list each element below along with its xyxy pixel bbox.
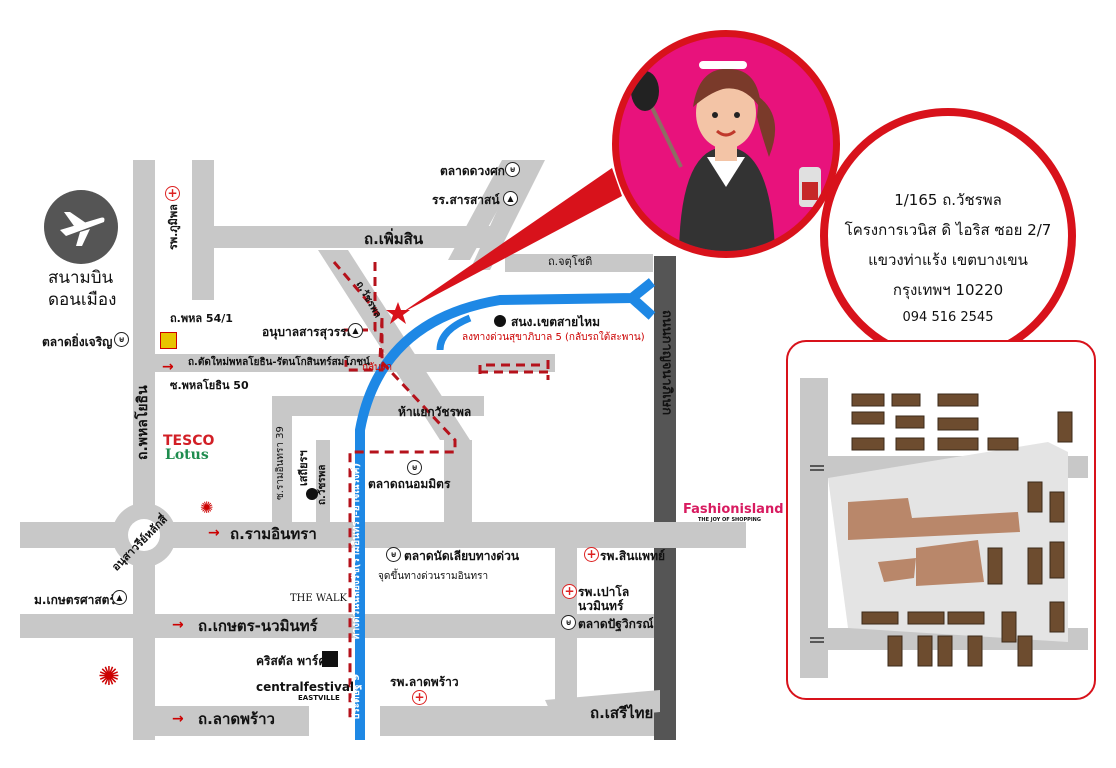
road-soi50: [155, 382, 335, 392]
school-icon: ▲: [348, 323, 363, 338]
airport-label-1: สนามบิน: [48, 268, 114, 288]
road-box-right: [444, 440, 472, 522]
hospital-icon: +: [412, 690, 427, 705]
label-expressway-entry: จุดขึ้นทางด่วนรามอินทรา: [378, 571, 489, 582]
label-outer-ring: ถนนกาญจนาภิเษก: [659, 310, 674, 416]
address-phone: 094 516 2545: [902, 310, 994, 325]
road-phoem-sin: [192, 226, 502, 248]
label-rs-lat-phrao: รพ.ลาดพร้าว: [390, 675, 459, 689]
label-lotus: Lotus: [165, 447, 209, 463]
label-rs-paolo2: นวมินทร์: [578, 599, 624, 613]
label-talat-pattawikorn: ตลาดปัฐวิกรณ์: [578, 617, 654, 631]
shopping-cart-icon: ⊌: [386, 547, 401, 562]
road-lower-watcharaphon: [316, 440, 330, 522]
route-arrow-icon: →: [208, 525, 220, 541]
airplane-icon: [60, 212, 105, 246]
office-dot: [494, 315, 506, 327]
address-line-2: โครงการเวนิส ดิ ไอริส ซอย 2/7: [844, 221, 1052, 239]
road-soi39: [272, 396, 292, 522]
label-talat-thanom-mit: ตลาดถนอมมิตร: [368, 477, 451, 491]
address-line-1: 1/165 ถ.วัชรพล: [894, 191, 1002, 209]
label-ror-sarasat: รร.สารสาสน์: [432, 193, 500, 207]
school-icon: ▲: [112, 590, 127, 605]
label-ram-inthra: ถ.รามอินทรา: [230, 525, 317, 543]
label-soi39: ซ.รามอินทรา 39: [275, 426, 286, 500]
label-crystal-park: คริสตัล พาร์ค: [256, 654, 327, 668]
hospital-icon: +: [165, 186, 180, 201]
shopping-cart-icon: ⊌: [561, 615, 576, 630]
road-phaholyothin: [133, 160, 155, 740]
label-phoem-sin: ถ.เพิ่มสิน: [364, 230, 424, 248]
label-central: centralfestival: [256, 680, 355, 694]
monument-icon: ✺: [200, 498, 214, 517]
crystal-logo: [322, 651, 338, 667]
shopping-cart-icon: ⊌: [407, 460, 422, 475]
label-seri-thai: ถ.เสรีไทย: [590, 704, 654, 722]
road-kaset-nawamin: [20, 614, 654, 638]
label-rs-sinphaet: รพ.สินแพทย์: [600, 549, 666, 563]
kaset-logo: ✺: [98, 662, 120, 692]
shopping-cart-icon: ⊌: [114, 332, 129, 347]
label-fashion-sub: THE JOY OF SHOPPING: [698, 517, 761, 523]
label-watcharaphon-lower: ถ.วัชรพล: [317, 464, 328, 505]
site-plan-svg: [800, 378, 1088, 678]
label-rs-phumiphon: รพ.ภูมิพล: [167, 204, 180, 250]
label-central-sub: EASTVILLE: [298, 694, 340, 702]
road-outer-ring: [654, 256, 676, 740]
road-chuchit: [505, 254, 653, 272]
label-kaset-nawamin: ถ.เกษตร-นวมินทร์: [198, 617, 318, 635]
label-tesco: TESCO: [163, 433, 215, 449]
road-lat-phrao: [133, 706, 309, 736]
label-phahon54: ถ.พหล 54/1: [170, 312, 233, 325]
label-talat-duangsakon: ตลาดดวงศกร: [440, 164, 512, 178]
hospital-icon: +: [562, 584, 577, 599]
label-chuchit: ถ.จตุโชติ: [548, 255, 593, 268]
site-plan: [786, 340, 1096, 700]
airport-label-2: ดอนเมือง: [48, 290, 117, 310]
label-rs-paolo: รพ.เปาโล: [578, 585, 630, 599]
shopping-cart-icon: ⊌: [505, 162, 520, 177]
school-dot: [306, 488, 318, 500]
address-line-3: แขวงท่าแร้ง เขตบางเขน: [868, 251, 1028, 269]
label-the-walk: THE WALK: [290, 593, 347, 604]
address-bubble: 1/165 ถ.วัชรพล โครงการเวนิส ดิ ไอริส ซอย…: [820, 108, 1076, 364]
label-phaholyothin: ถ.พหลโยธิน: [135, 385, 151, 460]
road-new: [155, 354, 555, 372]
label-snm-saimai: สนง.เขตสายไหม: [511, 315, 600, 329]
route-arrow-icon: →: [172, 711, 184, 727]
maid-icon: [631, 61, 821, 251]
maid-bubble: [612, 30, 840, 258]
label-m-kaset: ม.เกษตรศาสตร์: [34, 593, 116, 607]
school-icon: ▲: [503, 191, 518, 206]
address-line-4: กรุงเทพฯ 10220: [892, 281, 1004, 299]
label-talat-nat: ตลาดนัดเลียบทางด่วน: [404, 549, 520, 563]
label-new-road: ถ.ตัดใหม่พหลโยธิน-รัตนโกสินทร์สมโภชน์: [188, 357, 370, 368]
hospital-icon: +: [584, 547, 599, 562]
route-arrow-icon: →: [172, 617, 184, 633]
label-haeyak: ห้าแยกวัชรพล: [398, 405, 472, 419]
label-u-turn: กลับรถ: [362, 362, 392, 373]
label-lat-phrao: ถ.ลาดพร้าว: [198, 710, 275, 728]
label-expressway: ทางด่วนฉลองรัช(รามอินทรา-อาจณรงค์): [351, 462, 362, 640]
store-logo: [160, 332, 177, 349]
airport-badge: [44, 190, 118, 264]
label-expressway-note: ลงทางด่วนสุขาภิบาล 5 (กลับรถใต้สะพาน): [462, 332, 645, 343]
label-satien: เสถียรฯ: [297, 450, 310, 486]
label-anuban: อนุบาลสารสุวรรณ: [262, 325, 358, 339]
label-fashion-island: Fashionisland: [683, 502, 784, 517]
label-talat-yingcharoen: ตลาดยิ่งเจริญ: [42, 335, 113, 349]
route-arrow-icon: →: [162, 359, 174, 375]
label-soi50: ซ.พหลโยธิน 50: [170, 379, 249, 392]
